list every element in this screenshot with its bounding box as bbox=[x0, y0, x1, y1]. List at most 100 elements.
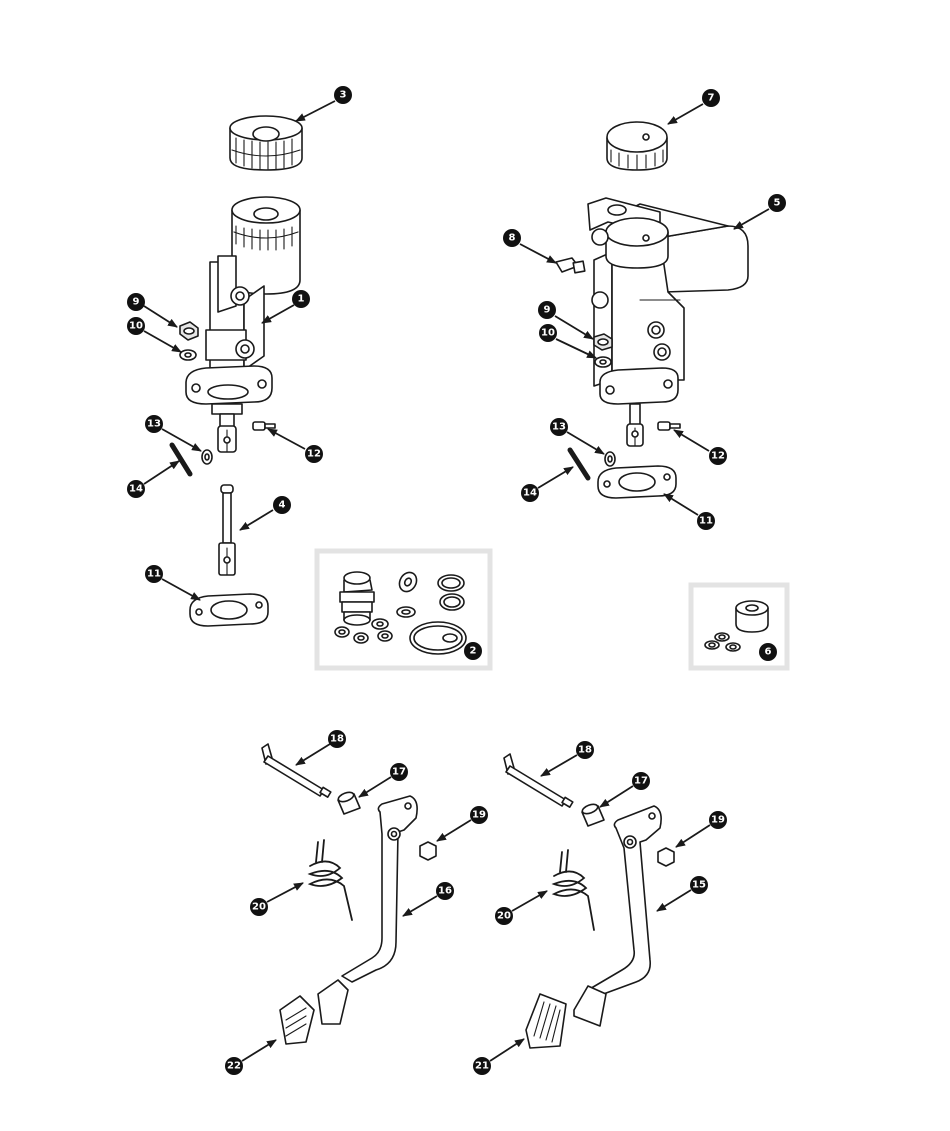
svg-text:21: 21 bbox=[475, 1061, 489, 1072]
callout-12: 12 bbox=[305, 445, 323, 463]
svg-text:20: 20 bbox=[252, 902, 266, 913]
callout-16: 16 bbox=[436, 882, 454, 900]
svg-text:20: 20 bbox=[497, 911, 511, 922]
washer-right bbox=[594, 356, 612, 368]
svg-text:17: 17 bbox=[392, 767, 406, 778]
svg-text:12: 12 bbox=[307, 449, 321, 460]
reservoir-cap-left bbox=[229, 115, 303, 171]
callout-22: 22 bbox=[225, 1057, 243, 1075]
callout-10-right: 10 bbox=[539, 324, 557, 342]
callout-13: 13 bbox=[145, 415, 163, 433]
callout-19: 19 bbox=[470, 806, 488, 824]
washer-left bbox=[179, 349, 197, 361]
clevis-pin-left bbox=[252, 421, 276, 431]
svg-text:9: 9 bbox=[544, 305, 551, 316]
svg-text:11: 11 bbox=[147, 569, 161, 580]
svg-text:7: 7 bbox=[708, 93, 715, 104]
svg-text:17: 17 bbox=[634, 776, 648, 787]
pedal-arm-right bbox=[587, 805, 662, 997]
pedal-shaft-right bbox=[503, 753, 574, 808]
clevis-washer-right bbox=[604, 451, 616, 467]
bush-right bbox=[581, 803, 605, 827]
svg-text:19: 19 bbox=[711, 815, 725, 826]
reservoir-cap-right bbox=[606, 121, 668, 171]
bush-left bbox=[337, 791, 361, 815]
svg-text:10: 10 bbox=[541, 328, 555, 339]
repair-kit-inset bbox=[314, 548, 493, 671]
svg-text:22: 22 bbox=[227, 1061, 241, 1072]
callout-8: 8 bbox=[503, 229, 521, 247]
svg-text:13: 13 bbox=[552, 422, 566, 433]
callout-3: 3 bbox=[334, 86, 352, 104]
callout-10: 10 bbox=[127, 317, 145, 335]
svg-text:9: 9 bbox=[133, 297, 140, 308]
nut-pedal-right bbox=[657, 847, 675, 867]
svg-text:18: 18 bbox=[578, 745, 592, 756]
svg-text:19: 19 bbox=[472, 810, 486, 821]
callout-14-right: 14 bbox=[521, 484, 539, 502]
callout-5: 5 bbox=[768, 194, 786, 212]
split-pin-left bbox=[169, 442, 193, 477]
gasket-left bbox=[189, 593, 269, 627]
svg-text:14: 14 bbox=[523, 488, 537, 499]
master-cylinder-right bbox=[587, 197, 749, 447]
nut-pedal-left bbox=[419, 841, 437, 861]
svg-text:5: 5 bbox=[774, 198, 781, 209]
callout-9: 9 bbox=[127, 293, 145, 311]
svg-text:16: 16 bbox=[438, 886, 452, 897]
callout-18: 18 bbox=[328, 730, 346, 748]
leader-lines bbox=[143, 100, 770, 1062]
callout-6: 6 bbox=[759, 643, 777, 661]
pedal-pad-left bbox=[317, 979, 349, 1025]
callout-2: 2 bbox=[464, 642, 482, 660]
callout-9-right: 9 bbox=[538, 301, 556, 319]
callout-21: 21 bbox=[473, 1057, 491, 1075]
svg-text:6: 6 bbox=[765, 647, 772, 658]
callout-13-right: 13 bbox=[550, 418, 568, 436]
nut-left bbox=[179, 321, 199, 341]
svg-text:1: 1 bbox=[298, 294, 305, 305]
gasket-right bbox=[597, 465, 677, 499]
nut-right bbox=[593, 333, 613, 351]
callout-11: 11 bbox=[145, 565, 163, 583]
svg-text:18: 18 bbox=[330, 734, 344, 745]
seal-kit-inset bbox=[688, 582, 790, 671]
callout-19-right: 19 bbox=[709, 811, 727, 829]
svg-text:15: 15 bbox=[692, 880, 706, 891]
clevis-washer-left bbox=[201, 449, 213, 465]
callout-17-right: 17 bbox=[632, 772, 650, 790]
svg-text:12: 12 bbox=[711, 451, 725, 462]
pedal-rubber-left bbox=[279, 995, 315, 1045]
svg-text:13: 13 bbox=[147, 419, 161, 430]
svg-text:4: 4 bbox=[279, 500, 286, 511]
callout-14: 14 bbox=[127, 480, 145, 498]
pedal-arm-left bbox=[341, 795, 418, 983]
svg-text:10: 10 bbox=[129, 321, 143, 332]
clevis-pin-right bbox=[657, 421, 681, 431]
split-pin-right bbox=[567, 447, 591, 481]
callout-7: 7 bbox=[702, 89, 720, 107]
return-spring-right bbox=[551, 849, 595, 931]
svg-text:3: 3 bbox=[340, 90, 347, 101]
bleed-nipple-right bbox=[555, 257, 586, 274]
svg-text:2: 2 bbox=[470, 646, 477, 657]
pedal-pad-right bbox=[573, 985, 607, 1027]
svg-text:8: 8 bbox=[509, 233, 516, 244]
callout-17: 17 bbox=[390, 763, 408, 781]
pedal-rubber-right bbox=[525, 993, 567, 1049]
callout-11-right: 11 bbox=[697, 512, 715, 530]
svg-text:11: 11 bbox=[699, 516, 713, 527]
callout-1: 1 bbox=[292, 290, 310, 308]
master-cylinder-left bbox=[185, 196, 301, 453]
callout-15: 15 bbox=[690, 876, 708, 894]
callout-20-right: 20 bbox=[495, 907, 513, 925]
svg-text:14: 14 bbox=[129, 484, 143, 495]
pedal-shaft-left bbox=[261, 743, 332, 798]
callout-12-right: 12 bbox=[709, 447, 727, 465]
callout-4: 4 bbox=[273, 496, 291, 514]
return-spring-left bbox=[307, 839, 353, 921]
callout-18-right: 18 bbox=[576, 741, 594, 759]
callout-20: 20 bbox=[250, 898, 268, 916]
push-rod-left bbox=[218, 484, 236, 576]
